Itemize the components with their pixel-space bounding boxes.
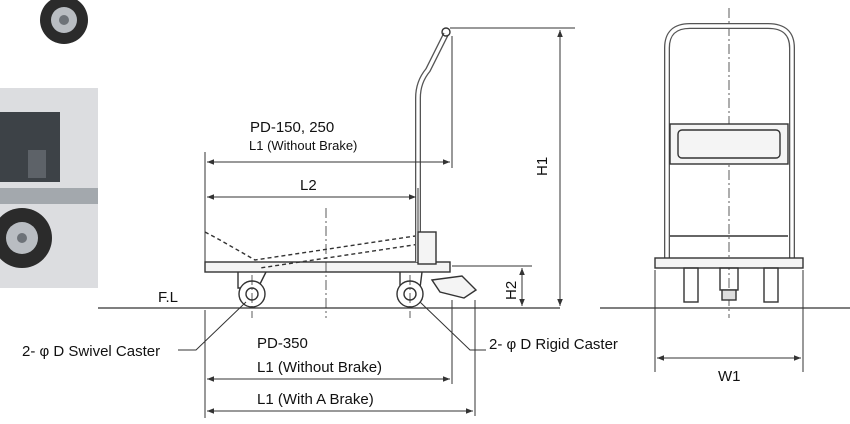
- rigid-caster-label: 2- φ D Rigid Caster: [489, 336, 618, 353]
- dimension-h2: [452, 265, 532, 306]
- model-label-small: PD-150, 250: [250, 119, 334, 136]
- dimension-h1: [450, 27, 575, 306]
- trolley-front-view: [654, 23, 804, 303]
- l1-without-brake-label: L1 (Without Brake): [257, 359, 382, 376]
- swivel-caster-label: 2- φ D Swivel Caster: [22, 343, 160, 360]
- floor-line-label: F.L: [158, 289, 178, 306]
- trolley-side-view: [204, 27, 478, 308]
- rigid-caster-leader: [419, 301, 486, 351]
- caster-photo-top: [40, 0, 88, 44]
- w1-label: W1: [718, 368, 741, 385]
- h2-label: H2: [503, 281, 520, 300]
- l2-label: L2: [300, 177, 317, 194]
- h1-label: H1: [534, 157, 551, 176]
- dimension-l2: [204, 188, 419, 232]
- dimension-l1-lower: [204, 300, 476, 418]
- l1-with-brake-label: L1 (With A Brake): [257, 391, 374, 408]
- swivel-caster-leader: [178, 301, 247, 351]
- trolley-corner-photo: [0, 88, 98, 288]
- model-label-large: PD-350: [257, 335, 308, 352]
- l1-without-brake-small-label: L1 (Without Brake): [249, 138, 357, 153]
- dimension-w1: [654, 270, 804, 372]
